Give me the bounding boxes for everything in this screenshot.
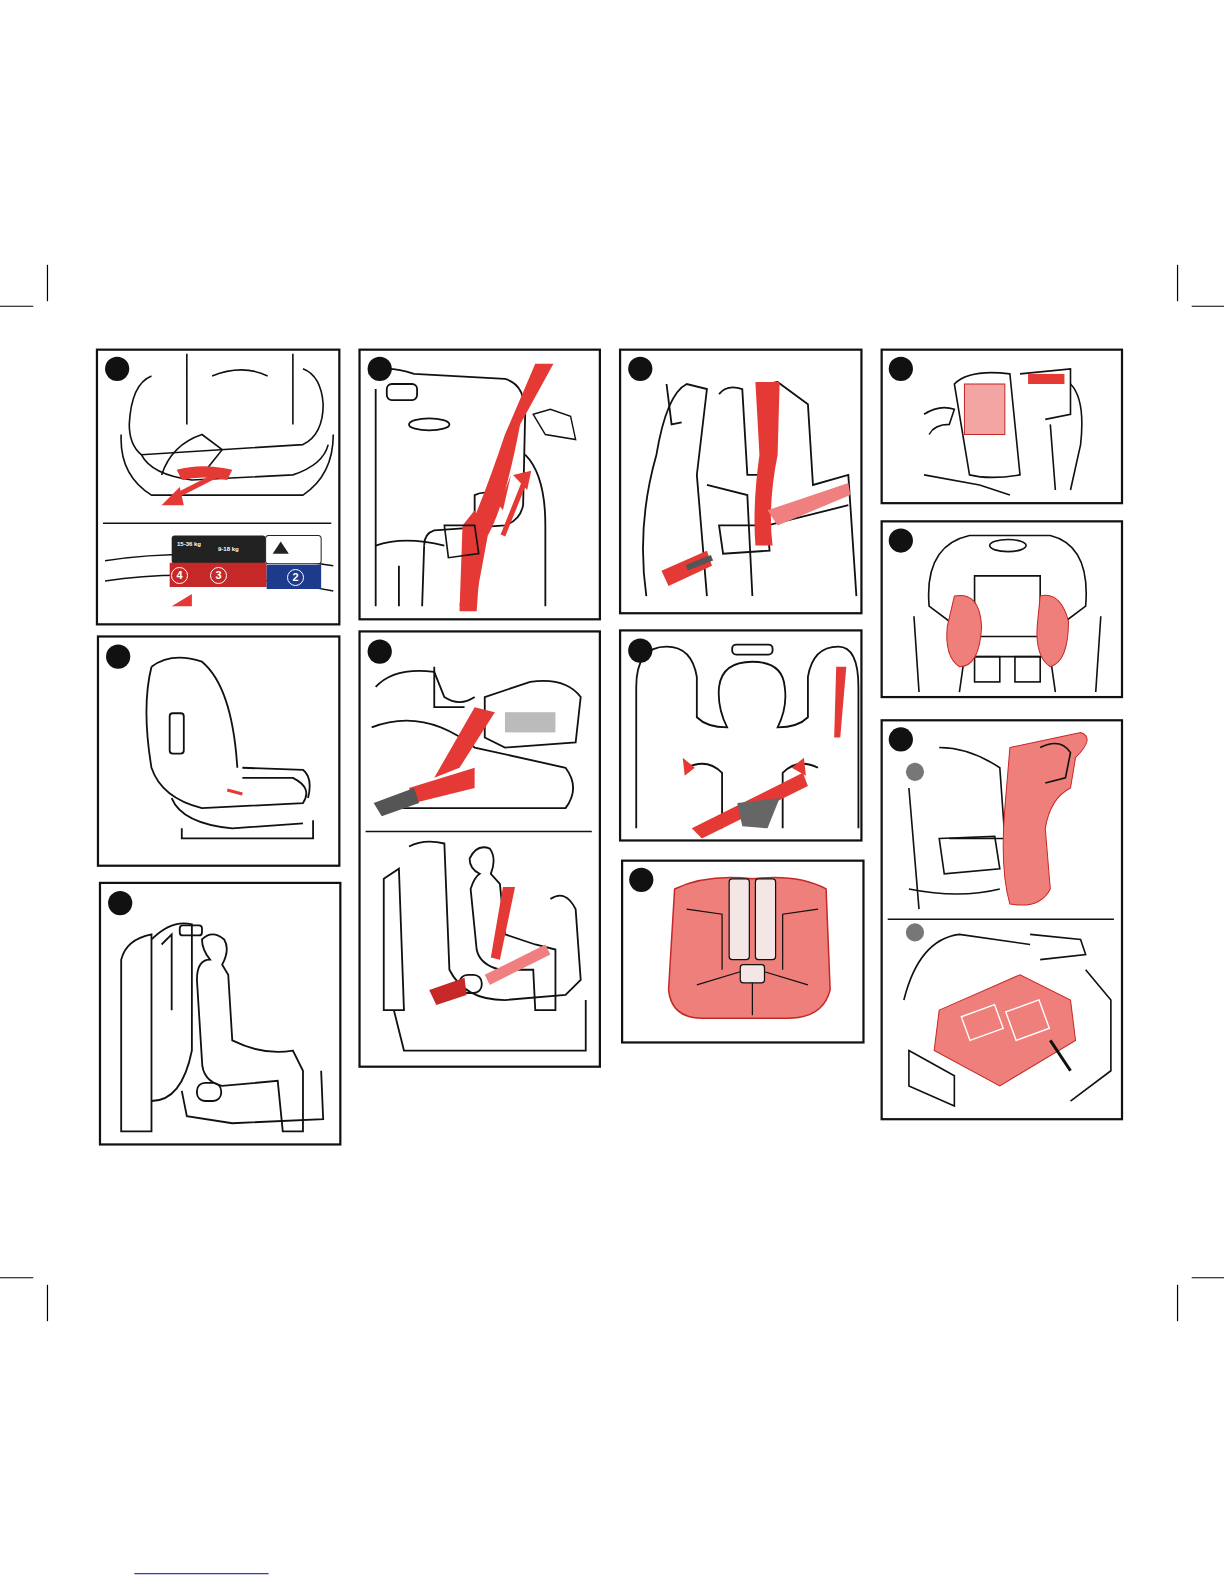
position-number: 4: [171, 567, 188, 584]
position-number: 3: [210, 567, 227, 584]
weight-range: 15-36 kg: [176, 540, 202, 548]
position-number: 2: [287, 569, 304, 586]
weight-range: 9-18 kg: [217, 545, 240, 553]
